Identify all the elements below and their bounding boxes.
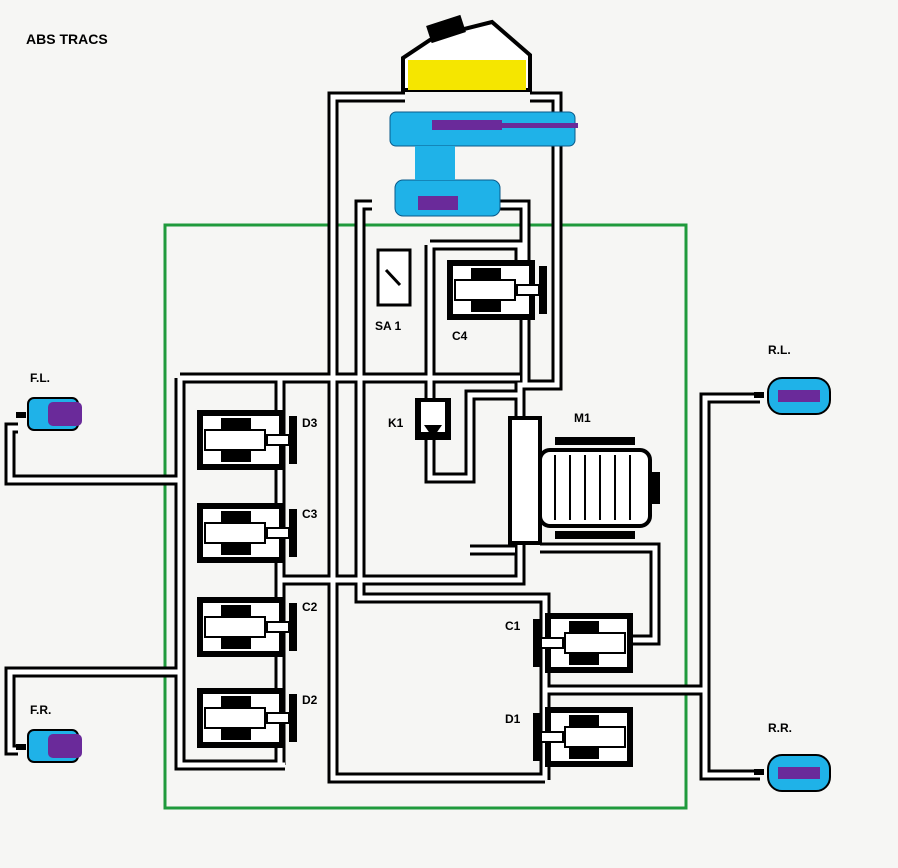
pump-motor bbox=[508, 416, 660, 545]
brake-line bbox=[7, 669, 180, 753]
label-fl: F.L. bbox=[30, 371, 50, 385]
fluid-reservoir bbox=[401, 14, 532, 92]
valve-k1 bbox=[415, 398, 451, 440]
wheel-cylinder-rr bbox=[754, 754, 831, 792]
reservoir-cap bbox=[426, 14, 466, 44]
master-cylinder bbox=[389, 111, 578, 217]
valve-blocks bbox=[197, 248, 633, 767]
valve-d3 bbox=[197, 410, 297, 470]
wheel-cylinders bbox=[16, 377, 831, 792]
label-c3: C3 bbox=[302, 507, 318, 521]
label-fr: F.R. bbox=[30, 703, 51, 717]
wheel-cylinder-fr bbox=[16, 729, 82, 763]
label-k1: K1 bbox=[388, 416, 404, 430]
wheel-cylinder-rl bbox=[754, 377, 831, 415]
brake-line-outline bbox=[4, 422, 180, 486]
label-c4: C4 bbox=[452, 329, 468, 343]
valve-d1 bbox=[533, 707, 633, 767]
valve-c2 bbox=[197, 597, 297, 657]
label-rl: R.L. bbox=[768, 343, 791, 357]
diagram-title: ABS TRACS bbox=[26, 31, 108, 47]
brake-line-outline bbox=[699, 392, 760, 781]
brake-line bbox=[330, 94, 545, 781]
brake-line bbox=[177, 378, 285, 768]
label-c1: C1 bbox=[505, 619, 521, 633]
brake-lines bbox=[4, 91, 760, 784]
label-d1: D1 bbox=[505, 712, 521, 726]
brake-line bbox=[280, 545, 523, 583]
label-sa1: SA 1 bbox=[375, 319, 402, 333]
label-m1: M1 bbox=[574, 411, 591, 425]
brake-line bbox=[540, 545, 658, 643]
valve-c1 bbox=[533, 613, 633, 673]
control-unit-frame bbox=[163, 223, 688, 810]
switch-sa1 bbox=[376, 248, 412, 307]
label-c2: C2 bbox=[302, 600, 318, 614]
valve-d2 bbox=[197, 688, 297, 748]
brake-line bbox=[7, 425, 180, 483]
valve-c4 bbox=[447, 260, 547, 320]
valve-c3 bbox=[197, 503, 297, 563]
brake-line bbox=[427, 392, 520, 481]
label-d3: D3 bbox=[302, 416, 318, 430]
label-rr: R.R. bbox=[768, 721, 792, 735]
brake-line bbox=[702, 395, 760, 778]
wheel-cylinder-fl bbox=[16, 397, 82, 431]
label-d2: D2 bbox=[302, 693, 318, 707]
